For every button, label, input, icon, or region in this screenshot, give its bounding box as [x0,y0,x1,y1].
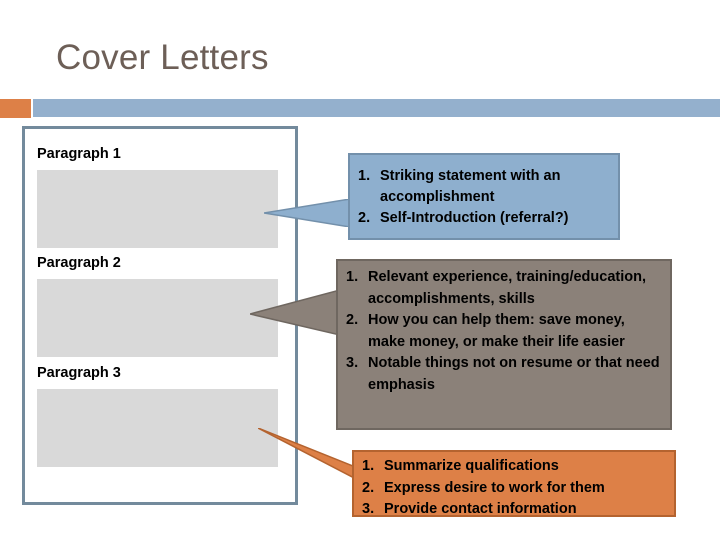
list-item-number: 1. [358,168,371,184]
paragraph-1-placeholder-block [37,170,278,248]
header-accent-block [0,99,31,118]
list-item: 3. Provide contact information [362,499,666,521]
list-item-number: 3. [346,355,359,371]
callout-3-list: 1. Summarize qualifications 2. Express d… [354,452,674,521]
list-item-text: Express desire to work for them [384,479,605,496]
list-item: 2. How you can help them: save money, ma… [346,310,662,353]
callout-1-list: 1. Striking statement with an accomplish… [350,155,618,229]
callout-paragraph-3: 1. Summarize qualifications 2. Express d… [352,450,676,517]
list-item-number: 2. [346,312,359,328]
paragraph-2-label: Paragraph 2 [37,255,121,271]
list-item-text: Summarize qualifications [384,458,559,474]
list-item-text: Self-Introduction (referral?) [380,210,569,226]
list-item-number: 2. [358,210,371,226]
header-divider-bar [33,99,720,117]
list-item-number: 1. [346,269,359,285]
list-item-number: 2. [362,479,375,496]
list-item: 1. Summarize qualifications [362,456,666,478]
callout-2-pointer-arrow [250,290,340,335]
list-item: 2. Express desire to work for them [362,478,666,500]
list-item-text: How you can help them: save money, make … [368,312,625,350]
paragraph-1-label: Paragraph 1 [37,146,121,162]
callout-3-pointer-arrow [258,428,358,480]
list-item: 3. Notable things not on resume or that … [346,353,662,396]
callout-paragraph-1: 1. Striking statement with an accomplish… [348,153,620,240]
list-item-number: 3. [362,501,375,517]
list-item-text: Striking statement with an accomplishmen… [380,168,561,205]
list-item: 1. Striking statement with an accomplish… [358,166,610,208]
callout-1-pointer-arrow [264,199,350,227]
callout-2-list: 1. Relevant experience, training/educati… [338,261,670,396]
paragraph-3-placeholder-block [37,389,278,467]
list-item-number: 1. [362,458,375,474]
paragraph-3-label: Paragraph 3 [37,365,121,381]
list-item: 2. Self-Introduction (referral?) [358,208,610,229]
paragraph-2-placeholder-block [37,279,278,357]
list-item-text: Provide contact information [384,501,577,517]
list-item-text: Notable things not on resume or that nee… [368,355,660,393]
paragraph-outline-panel: Paragraph 1 Paragraph 2 Paragraph 3 [22,126,298,505]
list-item: 1. Relevant experience, training/educati… [346,267,662,310]
page-title: Cover Letters [56,38,269,77]
list-item-text: Relevant experience, training/education,… [368,269,646,307]
callout-paragraph-2: 1. Relevant experience, training/educati… [336,259,672,430]
